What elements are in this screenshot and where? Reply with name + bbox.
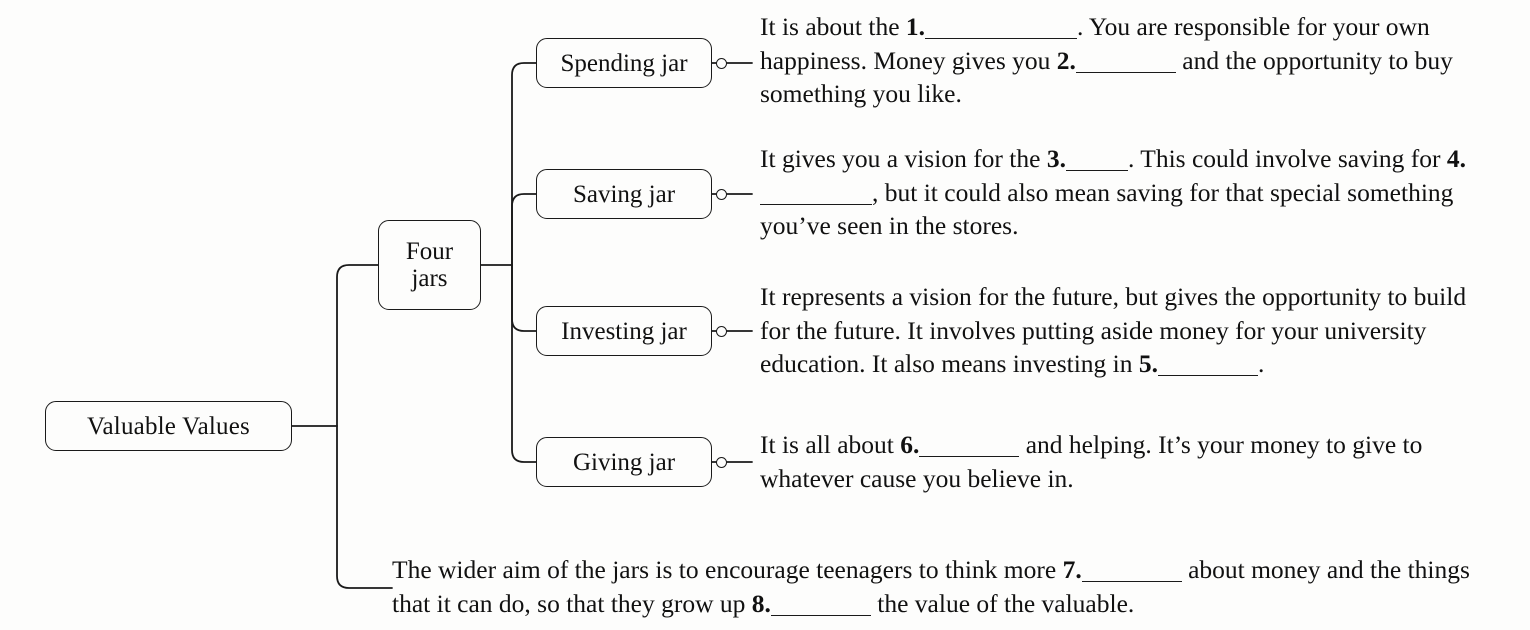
node-giving-jar[interactable]: Giving jar [536, 437, 712, 487]
answer-blank[interactable] [1158, 349, 1259, 377]
node-investing-jar-label: Investing jar [561, 317, 687, 345]
text-spending-jar: It is about the 1.. You are responsible … [760, 12, 1453, 108]
wire-hub-to-saving [511, 193, 537, 266]
node-giving-jar-label: Giving jar [572, 448, 676, 476]
text-giving-jar: It is all about 6. and helping. It’s you… [760, 430, 1423, 493]
connector-dot-spending-icon [716, 58, 727, 69]
node-saving-jar[interactable]: Saving jar [536, 169, 712, 219]
node-spending-jar[interactable]: Spending jar [536, 38, 712, 88]
answer-blank[interactable] [1075, 46, 1176, 73]
node-valuable-values-label: Valuable Values [87, 412, 250, 440]
wire-hub-to-investing [511, 264, 537, 332]
node-investing-jar[interactable]: Investing jar [536, 306, 712, 356]
wire-root-to-hub [336, 264, 379, 427]
question-number: 1. [905, 12, 926, 41]
text-saving-jar: It gives you a vision for the 3.. This c… [760, 144, 1467, 240]
question-number: 5. [1138, 349, 1159, 378]
text-investing-jar: It represents a vision for the future, b… [760, 282, 1467, 378]
node-saving-jar-label: Saving jar [572, 180, 676, 208]
node-four-jars-line1: Four [405, 238, 454, 265]
answer-blank[interactable] [760, 178, 872, 205]
wire-hub-to-giving [511, 264, 537, 463]
question-number: 7. [1062, 555, 1082, 584]
node-valuable-values[interactable]: Valuable Values [45, 401, 292, 451]
answer-blank[interactable] [770, 589, 871, 616]
question-number: 4. [1446, 144, 1467, 173]
connector-dot-giving-icon [716, 457, 727, 468]
text-footer-summary: The wider aim of the jars is to encourag… [392, 555, 1470, 618]
answer-blank[interactable] [919, 430, 1020, 458]
answer-blank[interactable] [925, 12, 1078, 40]
answer-blank[interactable] [1065, 144, 1128, 172]
question-number: 2. [1056, 45, 1076, 75]
question-number: 6. [900, 430, 920, 459]
connector-dot-investing-icon [716, 326, 727, 337]
wire-root-to-footer [336, 425, 393, 589]
connector-dot-saving-icon [716, 189, 727, 200]
node-four-jars[interactable]: Four jars [378, 220, 481, 310]
question-number: 8. [751, 588, 771, 618]
node-spending-jar-label: Spending jar [560, 49, 688, 77]
answer-blank[interactable] [1081, 555, 1182, 583]
question-number: 3. [1046, 144, 1066, 173]
node-four-jars-line2: jars [411, 265, 448, 292]
wire-hub-to-spending [511, 62, 537, 266]
